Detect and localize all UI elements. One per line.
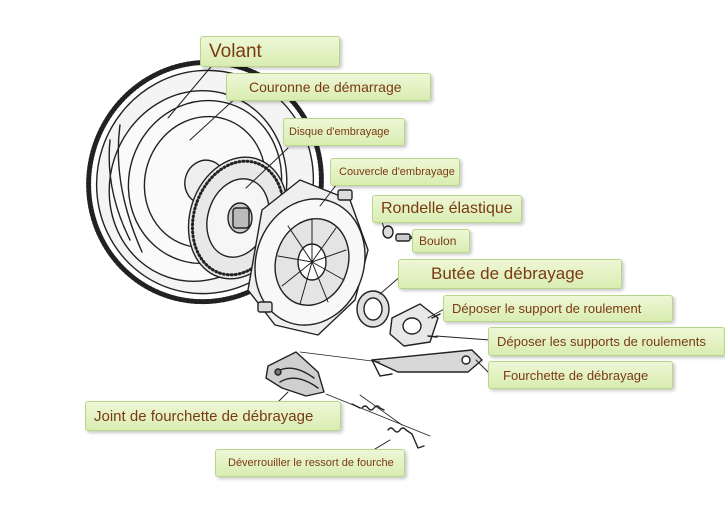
leader-lines [167,61,491,453]
label-ressort: Déverrouiller le ressort de fourche [215,449,405,477]
label-fourchette-text: Fourchette de débrayage [503,367,649,383]
bearing-support-part [389,303,441,347]
label-support-text: Déposer le support de roulement [452,301,642,316]
label-rondelle-text: Rondelle élastique [381,200,513,217]
washer-bolt-part [382,225,419,242]
label-disque-text: Disque d'embrayage [289,126,390,138]
label-support: Déposer le support de roulement [443,295,673,322]
release-fork-part [371,349,483,377]
label-ressort-text: Déverrouiller le ressort de fourche [228,457,394,469]
label-couvercle-text: Couvercle d'embrayage [339,166,455,178]
label-rondelle: Rondelle élastique [372,195,522,223]
label-supports: Déposer les supports de roulements [488,327,725,356]
clutch-cover-part [247,179,369,336]
label-fourchette: Fourchette de débrayage [488,361,673,389]
label-couronne: Couronne de démarrage [226,73,431,101]
label-volant-text: Volant [209,40,262,62]
label-butee: Butée de débrayage [398,259,622,289]
axis-lines [299,351,431,437]
label-volant: Volant [200,36,340,67]
label-joint-text: Joint de fourchette de débrayage [94,407,314,425]
label-couvercle: Couvercle d'embrayage [330,158,460,186]
label-disque: Disque d'embrayage [283,118,405,146]
label-boulon-text: Boulon [419,234,457,248]
release-bearing-part [356,290,390,328]
label-supports-text: Déposer les supports de roulements [497,334,706,349]
label-joint: Joint de fourchette de débrayage [85,401,341,431]
fork-boot-part [265,351,325,397]
label-couronne-text: Couronne de démarrage [249,79,402,95]
label-butee-text: Butée de débrayage [431,264,585,283]
label-boulon: Boulon [412,229,470,253]
